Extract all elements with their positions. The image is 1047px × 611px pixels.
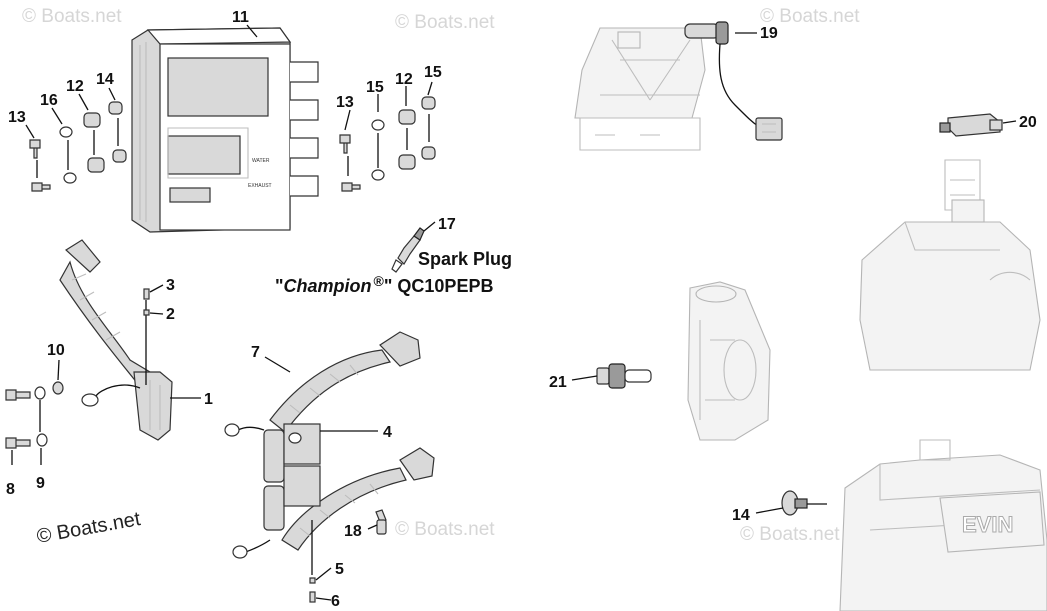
watermark-text: © Boats.net xyxy=(395,12,495,33)
temperature-sensor xyxy=(684,21,783,141)
callout-13-left: 13 xyxy=(8,109,26,126)
flange-sensor xyxy=(781,490,827,516)
callout-8: 8 xyxy=(6,481,15,498)
watermark-layer: © Boats.net © Boats.net © Boats.net © Bo… xyxy=(22,6,860,545)
callout-20: 14 xyxy=(732,507,750,524)
water-pump-housing-ghost xyxy=(687,281,771,441)
spark-plug-title: Spark Plug xyxy=(418,249,512,269)
watermark-text: © Boats.net xyxy=(760,6,860,27)
ecu-hardware-left xyxy=(29,101,127,192)
callout-14-left: 14 xyxy=(96,71,114,88)
callout-3: 3 xyxy=(166,277,175,294)
terminal-connector xyxy=(375,509,387,535)
callout-12-right: 12 xyxy=(395,71,413,88)
engine-bracket-ghost xyxy=(574,27,706,151)
callout-15-right: 15 xyxy=(366,79,384,96)
engine-cover-logo: EVIN xyxy=(962,512,1013,537)
engine-top-ghost xyxy=(859,159,1041,371)
sensor-bracket xyxy=(939,113,1003,137)
callout-17: 18 xyxy=(344,523,362,540)
callout-5: 5 xyxy=(335,561,344,578)
callout-14-right: 15 xyxy=(424,64,442,81)
watermark-text: © Boats.net xyxy=(395,519,495,540)
callout-13-right: 13 xyxy=(336,94,354,111)
watermark-text: © Boats.net xyxy=(22,6,122,27)
callout-1: 1 xyxy=(204,391,213,408)
ignition-coil-left xyxy=(59,239,173,441)
leader-lines xyxy=(11,24,1017,601)
ecu-module: WATER EXHAUST xyxy=(131,27,319,233)
callout-6: 6 xyxy=(331,593,340,610)
watermark-text: © Boats.net xyxy=(740,524,840,545)
callout-11: 11 xyxy=(232,9,249,26)
spark-plug-quote-open: " xyxy=(275,276,284,296)
spark-plug-part-number: " QC10PEPB xyxy=(384,276,494,296)
spark-plug-note: Spark Plug "Champion®" QC10PEPB xyxy=(275,249,512,296)
ecu-hardware-right xyxy=(339,96,436,192)
coil-mount-hardware xyxy=(5,381,64,449)
callout-10: 10 xyxy=(47,342,65,359)
spark-plug-spec: "Champion®" QC10PEPB xyxy=(275,273,493,296)
fitting xyxy=(596,363,652,389)
callout-7: 7 xyxy=(251,344,260,361)
module-label-exhaust: EXHAUST xyxy=(248,183,272,189)
callout-12-left: 12 xyxy=(66,78,84,95)
engine-cover-ghost: EVIN xyxy=(839,439,1047,611)
footer-watermark: © Boats.net xyxy=(35,508,142,548)
callout-9: 9 xyxy=(36,475,45,492)
callout-18: 19 xyxy=(760,25,778,42)
callout-numbers: 11 13 16 12 14 13 15 12 15 17 19 20 3 2 … xyxy=(6,9,1037,610)
callout-21: 21 xyxy=(549,374,567,391)
callout-15-left: 16 xyxy=(40,92,58,109)
callout-19: 20 xyxy=(1019,114,1037,131)
spark-plug-registered: ® xyxy=(374,273,385,289)
callout-2: 2 xyxy=(166,306,175,323)
spark-plug-brand: Champion xyxy=(284,276,372,296)
callout-4: 4 xyxy=(383,424,392,441)
ignition-coil-pack xyxy=(224,331,435,603)
callout-16: 17 xyxy=(438,216,456,233)
module-label-water: WATER xyxy=(252,158,270,164)
